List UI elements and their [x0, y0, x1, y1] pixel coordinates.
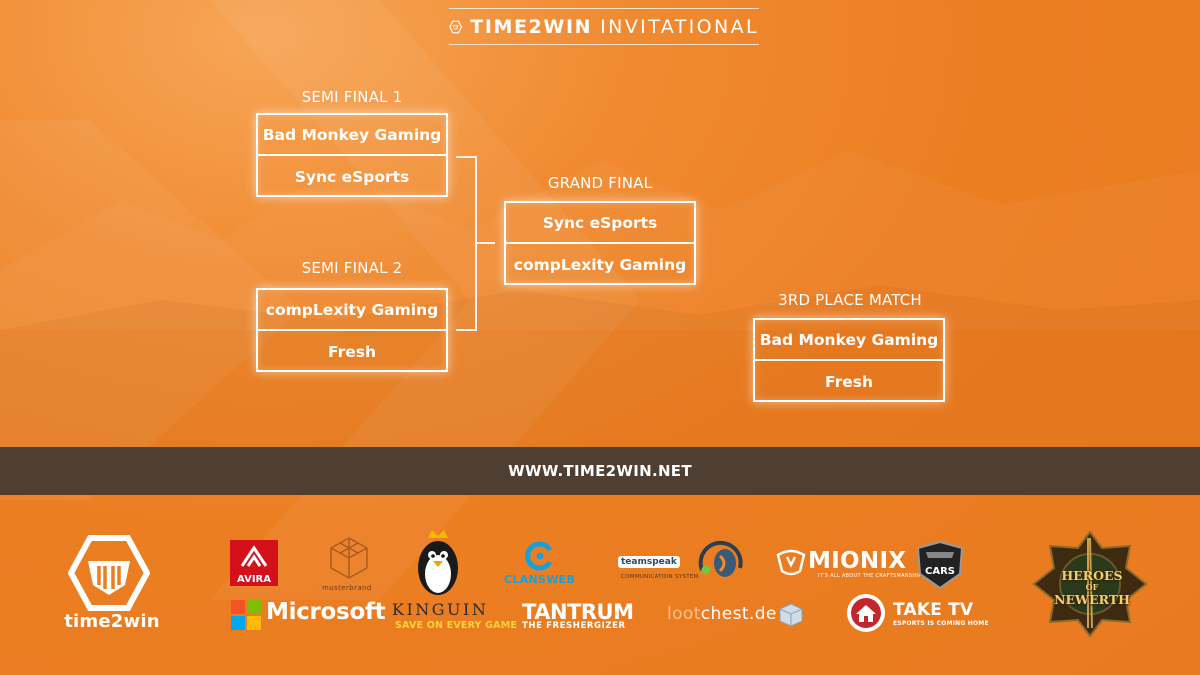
heroes-of-newerth-emblem-icon: [1032, 530, 1148, 638]
semi-final-1-label: SEMI FINAL 1: [301, 88, 403, 106]
tantrum-tagline: THE FRESHERGIZER: [522, 621, 626, 631]
bracket-connector: [475, 242, 495, 244]
website-link[interactable]: WWW.TIME2WIN.NET: [508, 462, 692, 480]
grand-final-label: GRAND FINAL: [547, 174, 653, 192]
bracket-connector: [456, 156, 476, 158]
website-bar: WWW.TIME2WIN.NET: [0, 447, 1200, 495]
bracket-connector: [475, 156, 477, 331]
taketv-tagline: ESPORTS IS COMING HOME: [893, 620, 989, 627]
mionix-label: MIONIX: [808, 548, 907, 574]
match-team-slot[interactable]: compLexity Gaming: [513, 255, 687, 274]
time2win-logo-icon: [449, 20, 463, 33]
avira-label: AVIRA: [237, 574, 271, 585]
tantrum-label: TANTRUM: [522, 600, 634, 624]
teamspeak-label: teamspeak: [618, 556, 680, 568]
match-team-slot[interactable]: Bad Monkey Gaming: [755, 320, 943, 361]
microsoft-label: Microsoft: [266, 599, 386, 625]
hon-line: NEWERTH: [1054, 592, 1130, 607]
lootchest-label-part: loot: [667, 604, 701, 624]
lootchest-label-part: chest.de: [700, 604, 777, 624]
hon-line: HEROES: [1061, 568, 1123, 583]
kinguin-tagline: SAVE ON EVERY GAME: [395, 620, 518, 631]
clansweb-icon: [525, 541, 553, 571]
match-team-slot[interactable]: Fresh: [327, 342, 376, 361]
match-team-slot[interactable]: Sync eSports: [294, 167, 410, 186]
lootchest-box-icon: [779, 603, 803, 627]
tournament-header: TIME2WIN INVITATIONAL: [449, 8, 759, 45]
third-place-label: 3RD PLACE MATCH: [778, 291, 922, 309]
bracket-connector: [456, 329, 476, 331]
avira-logo: AVIRA: [230, 540, 278, 586]
teamspeak-headset-icon: [698, 540, 743, 577]
match-team-slot[interactable]: compLexity Gaming: [258, 290, 446, 331]
avira-umbrella-icon: [240, 545, 268, 567]
hon-line: OF: [1085, 582, 1099, 592]
microsoft-logo-icon: [231, 600, 261, 630]
semi-final-1-match[interactable]: Bad Monkey Gaming Sync eSports: [256, 113, 448, 197]
lootchest-label: lootchest.de: [667, 604, 777, 624]
cars-label: CARS: [925, 566, 955, 577]
semi-final-2-label: SEMI FINAL 2: [301, 259, 403, 277]
kinguin-label: KINGUIN: [392, 600, 489, 619]
taketv-logo-icon: [847, 594, 885, 632]
mionix-tagline: IT'S ALL ABOUT THE CRAFTSMANSHIP: [818, 573, 922, 579]
musterbrand-label: musterbrand: [322, 584, 372, 592]
teamspeak-tagline: COMMUNICATION SYSTEM: [621, 574, 699, 580]
musterbrand-cube-icon: [330, 537, 368, 579]
grand-final-match[interactable]: Sync eSports compLexity Gaming: [504, 201, 696, 285]
taketv-label: TAKE TV: [893, 600, 974, 620]
heroes-of-newerth-label: HEROES OF NEWERTH: [1042, 568, 1142, 607]
match-team-slot[interactable]: Fresh: [824, 372, 873, 391]
header-subtitle: INVITATIONAL: [600, 15, 759, 38]
time2win-sponsor-name: time2win: [64, 611, 160, 632]
match-team-slot[interactable]: Bad Monkey Gaming: [258, 115, 446, 156]
header-brand: TIME2WIN: [470, 15, 593, 38]
kinguin-penguin-icon: [418, 530, 458, 595]
match-team-slot[interactable]: Sync eSports: [506, 203, 694, 244]
time2win-emblem-icon: [68, 535, 150, 611]
third-place-match[interactable]: Bad Monkey Gaming Fresh: [753, 318, 945, 402]
semi-final-2-match[interactable]: compLexity Gaming Fresh: [256, 288, 448, 372]
project-cars-shield-icon: CARS: [916, 540, 964, 590]
mionix-logo-icon: [776, 549, 806, 576]
clansweb-label: CLANSWEB: [504, 573, 576, 586]
